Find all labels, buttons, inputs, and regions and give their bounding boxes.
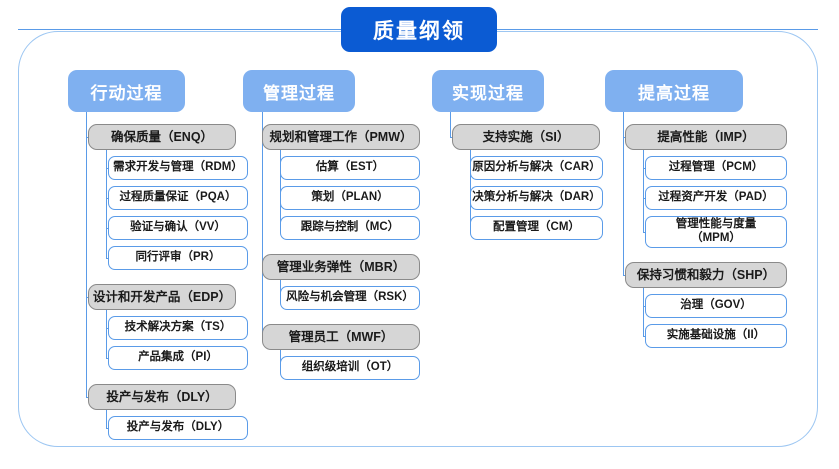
leaf-box-c4-g2-i1[interactable]: 治理（GOV） <box>645 294 787 318</box>
spine-group-c1-g2 <box>106 310 108 358</box>
connector-leaf-c4-g2-i2 <box>643 336 645 338</box>
root-connector-left <box>18 29 341 31</box>
group-box-c2-g3[interactable]: 管理员工（MWF） <box>262 324 420 350</box>
leaf-box-c2-g1-i1[interactable]: 估算（EST） <box>280 156 420 180</box>
leaf-box-c4-g2-i2[interactable]: 实施基础设施（II） <box>645 324 787 348</box>
leaf-box-c2-g2-i1[interactable]: 风险与机会管理（RSK） <box>280 286 420 310</box>
leaf-box-c3-g1-i2[interactable]: 决策分析与解决（DAR） <box>470 186 603 210</box>
spine-group-c4-g1 <box>643 150 645 232</box>
connector-leaf-c1-g2-i2 <box>106 358 108 360</box>
leaf-box-c3-g1-i1[interactable]: 原因分析与解决（CAR） <box>470 156 603 180</box>
root-connector-right <box>497 29 818 31</box>
leaf-box-c1-g3-i1[interactable]: 投产与发布（DLY） <box>108 416 248 440</box>
group-box-c3-g1[interactable]: 支持实施（SI） <box>452 124 600 150</box>
column-header-4: 提高过程 <box>605 70 743 112</box>
group-box-c1-g2[interactable]: 设计和开发产品（EDP） <box>88 284 236 310</box>
connector-group-c1-g3 <box>86 397 88 399</box>
leaf-box-c1-g1-i3[interactable]: 验证与确认（VV） <box>108 216 248 240</box>
leaf-box-c1-g1-i4[interactable]: 同行评审（PR） <box>108 246 248 270</box>
spine-column-4 <box>623 112 625 275</box>
root-title-quality-program: 质量纲领 <box>341 7 497 52</box>
leaf-box-c1-g2-i1[interactable]: 技术解决方案（TS） <box>108 316 248 340</box>
leaf-box-c1-g1-i1[interactable]: 需求开发与管理（RDM） <box>108 156 248 180</box>
spine-group-c1-g3 <box>106 410 108 428</box>
group-box-c1-g1[interactable]: 确保质量（ENQ） <box>88 124 236 150</box>
connector-leaf-c1-g3-i1 <box>106 428 108 430</box>
leaf-box-c2-g3-i1[interactable]: 组织级培训（OT） <box>280 356 420 380</box>
leaf-box-c4-g1-i3[interactable]: 管理性能与度量 （MPM） <box>645 216 787 248</box>
leaf-box-c4-g1-i2[interactable]: 过程资产开发（PAD） <box>645 186 787 210</box>
group-box-c2-g2[interactable]: 管理业务弹性（MBR） <box>262 254 420 280</box>
column-header-1: 行动过程 <box>68 70 185 112</box>
spine-column-2 <box>262 112 264 337</box>
group-box-c4-g1[interactable]: 提高性能（IMP） <box>625 124 787 150</box>
group-box-c4-g2[interactable]: 保持习惯和毅力（SHP） <box>625 262 787 288</box>
spine-column-3 <box>450 112 452 137</box>
leaf-box-c2-g1-i2[interactable]: 策划（PLAN） <box>280 186 420 210</box>
connector-leaf-c1-g1-i4 <box>106 258 108 260</box>
column-header-3: 实现过程 <box>432 70 544 112</box>
group-box-c1-g3[interactable]: 投产与发布（DLY） <box>88 384 236 410</box>
group-box-c2-g1[interactable]: 规划和管理工作（PMW） <box>262 124 420 150</box>
connector-group-c3-g1 <box>450 137 452 139</box>
leaf-box-c1-g2-i2[interactable]: 产品集成（PI） <box>108 346 248 370</box>
leaf-box-c2-g1-i3[interactable]: 跟踪与控制（MC） <box>280 216 420 240</box>
leaf-box-c3-g1-i3[interactable]: 配置管理（CM） <box>470 216 603 240</box>
connector-group-c4-g2 <box>623 275 625 277</box>
column-header-2: 管理过程 <box>243 70 355 112</box>
spine-group-c4-g2 <box>643 288 645 336</box>
spine-group-c1-g1 <box>106 150 108 258</box>
leaf-box-c1-g1-i2[interactable]: 过程质量保证（PQA） <box>108 186 248 210</box>
spine-column-1 <box>86 112 88 397</box>
leaf-box-c4-g1-i1[interactable]: 过程管理（PCM） <box>645 156 787 180</box>
connector-leaf-c4-g1-i3 <box>643 232 645 234</box>
